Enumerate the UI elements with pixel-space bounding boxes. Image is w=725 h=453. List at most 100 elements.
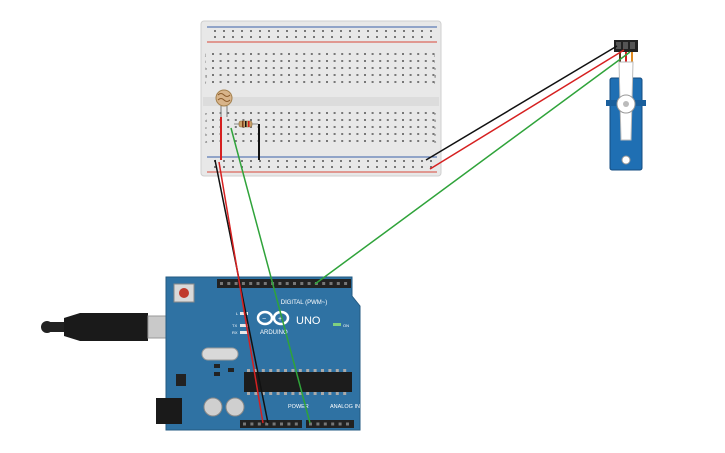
breadboard-hole (318, 74, 321, 76)
header-pin[interactable] (307, 282, 311, 285)
header-pin[interactable] (280, 422, 283, 426)
breadboard-hole (303, 119, 306, 121)
breadboard-hole (212, 67, 214, 69)
wire-red-bb-to-5v[interactable] (218, 161, 264, 424)
breadboard-hole (310, 119, 313, 121)
header-pin[interactable] (338, 422, 342, 426)
header-pin[interactable] (234, 282, 238, 285)
breadboard-hole (386, 53, 389, 55)
rail-hole (250, 166, 252, 168)
breadboard-hole (265, 67, 268, 69)
breadboard-hole (227, 126, 230, 128)
breadboard-hole (364, 112, 366, 114)
header-pin[interactable] (227, 282, 231, 285)
header-pin[interactable] (309, 422, 312, 426)
header-pin[interactable] (344, 282, 348, 285)
breadboard-hole (341, 53, 344, 55)
breadboard-hole (348, 133, 351, 135)
header-pin[interactable] (322, 282, 326, 285)
chip-pin (254, 369, 258, 372)
header-pin[interactable] (257, 422, 261, 426)
breadboard-hole (288, 119, 290, 121)
resistor (234, 120, 258, 128)
wire-black-servo-gnd[interactable] (425, 45, 618, 161)
rail-hole (430, 160, 432, 162)
header-pin[interactable] (316, 422, 320, 426)
header-pin[interactable] (287, 422, 291, 426)
breadboard-hole (424, 119, 427, 121)
breadboard-hole (318, 81, 321, 83)
header-pin[interactable] (346, 422, 349, 426)
header-pin[interactable] (336, 282, 340, 285)
wire-green-servo-signal[interactable] (314, 51, 631, 285)
row-letter: a (434, 139, 437, 144)
usb-cable[interactable] (41, 313, 175, 341)
logo-minus: − (262, 316, 266, 323)
wire-red-servo-5v[interactable] (429, 49, 625, 170)
breadboard-hole (333, 67, 336, 69)
header-pin[interactable] (294, 422, 298, 426)
header-pin[interactable] (263, 282, 267, 285)
photoresistor-track (217, 93, 231, 102)
breadboard-hole (348, 119, 351, 121)
header-pin[interactable] (278, 282, 282, 285)
rail-hole (313, 36, 315, 38)
breadboard-hole (386, 126, 389, 128)
breadboard-hole (432, 81, 435, 83)
breadboard-hole (295, 112, 298, 114)
breadboard-hole (402, 67, 404, 69)
rail-hole (421, 36, 423, 38)
chip-pin (276, 392, 280, 395)
smd-component (214, 364, 220, 368)
wire-green-bb-to-a0[interactable] (230, 127, 311, 424)
header-pin[interactable] (256, 282, 260, 285)
header-pin[interactable] (293, 282, 296, 285)
breadboard-hole (341, 74, 344, 76)
breadboard-hole (371, 140, 374, 142)
breadboard-hole (386, 60, 389, 62)
chip-pin (328, 369, 332, 372)
reset-button-cap[interactable] (179, 288, 189, 298)
row-letter: b (205, 132, 208, 137)
breadboard-hole (303, 53, 306, 55)
breadboard-hole (402, 112, 404, 114)
breadboard-hole (432, 112, 435, 114)
breadboard-hole (265, 126, 268, 128)
rail-hole (223, 36, 225, 38)
breadboard-hole (402, 60, 404, 62)
header-pin[interactable] (220, 282, 223, 285)
header-pin[interactable] (285, 282, 289, 285)
breadboard-hole (333, 126, 336, 128)
l-led-label: L (236, 311, 239, 316)
rail-hole (313, 30, 315, 32)
breadboard-hole (394, 112, 397, 114)
rail-hole (376, 30, 378, 32)
header-pin[interactable] (329, 282, 333, 285)
breadboard-hole (409, 74, 412, 76)
breadboard-hole (318, 133, 321, 135)
header-pin[interactable] (323, 422, 327, 426)
breadboard-hole (318, 112, 321, 114)
rail-hole (241, 160, 243, 162)
chip-pin (291, 369, 295, 372)
breadboard-hole (280, 112, 283, 114)
dc-power-jack[interactable] (156, 398, 182, 424)
header-pin[interactable] (265, 422, 269, 426)
rail-hole (304, 166, 306, 168)
breadboard-hole (295, 74, 298, 76)
rail-hole (367, 160, 369, 162)
header-pin[interactable] (249, 282, 253, 285)
header-pin[interactable] (241, 282, 245, 285)
header-pin[interactable] (272, 422, 276, 426)
row-letter: g (205, 73, 207, 78)
rail-hole (394, 36, 396, 38)
header-pin[interactable] (331, 422, 335, 426)
header-pin[interactable] (300, 282, 304, 285)
breadboard-hole (227, 60, 230, 62)
breadboard-hole (272, 60, 275, 62)
chip-pin (291, 392, 295, 395)
header-pin[interactable] (250, 422, 254, 426)
breadboard-hole (417, 119, 420, 121)
header-pin[interactable] (243, 422, 246, 426)
breadboard-hole (272, 112, 275, 114)
